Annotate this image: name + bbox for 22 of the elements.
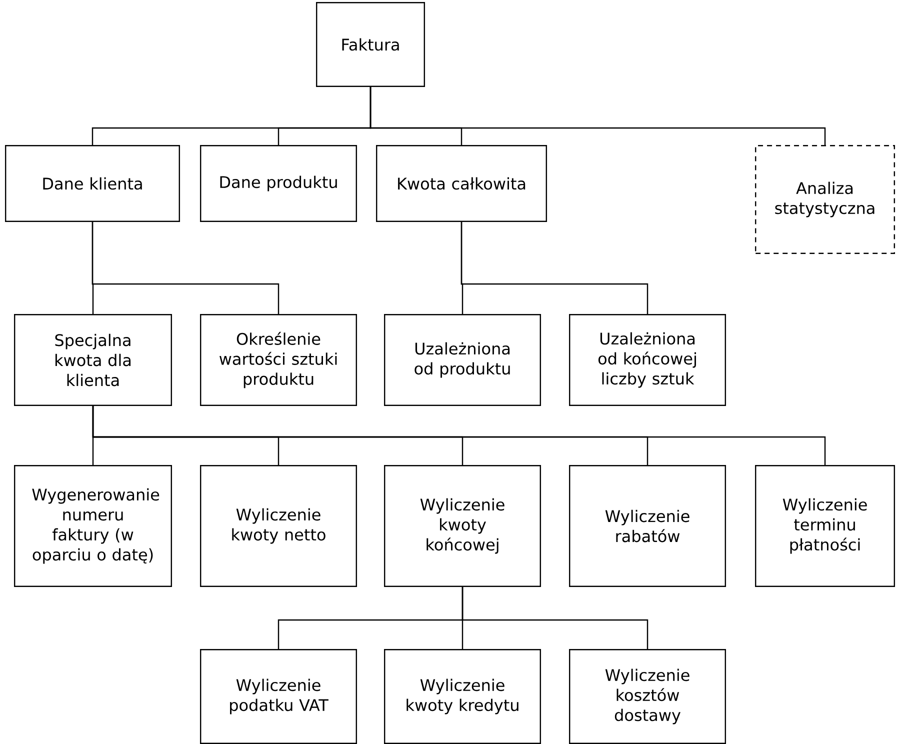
process-box: Uzależniona od końcowej liczby sztuk (569, 314, 726, 406)
process-box: Faktura (316, 2, 426, 87)
process-box: Wygenerowanie numeru faktury (w oparciu o datę) (14, 465, 172, 587)
process-box: Uzależniona od produktu (384, 314, 541, 406)
process-box: Wyliczenie kwoty kredytu (384, 649, 541, 744)
process-box: Kwota całkowita (376, 145, 547, 222)
connector (92, 222, 280, 314)
process-box: Dane produktu (200, 145, 358, 222)
connector (92, 406, 826, 465)
process-box: Wyliczenie kwoty końcowej (384, 465, 541, 587)
process-box: Wyliczenie rabatów (569, 465, 726, 587)
process-box: Specjalna kwota dla klienta (14, 314, 172, 406)
process-box: Wyliczenie kosztów dostawy (569, 649, 726, 744)
process-box: Wyliczenie terminu płatności (755, 465, 896, 587)
connector (370, 87, 826, 145)
process-box: Wyliczenie kwoty netto (200, 465, 358, 587)
connector (460, 222, 648, 314)
connector (462, 587, 648, 649)
process-box: Wyliczenie podatku VAT (200, 649, 358, 744)
process-box: Dane klienta (5, 145, 180, 222)
dashed-box: Analiza statystyczna (755, 145, 896, 254)
process-box: Określenie wartości sztuki produktu (200, 314, 358, 406)
